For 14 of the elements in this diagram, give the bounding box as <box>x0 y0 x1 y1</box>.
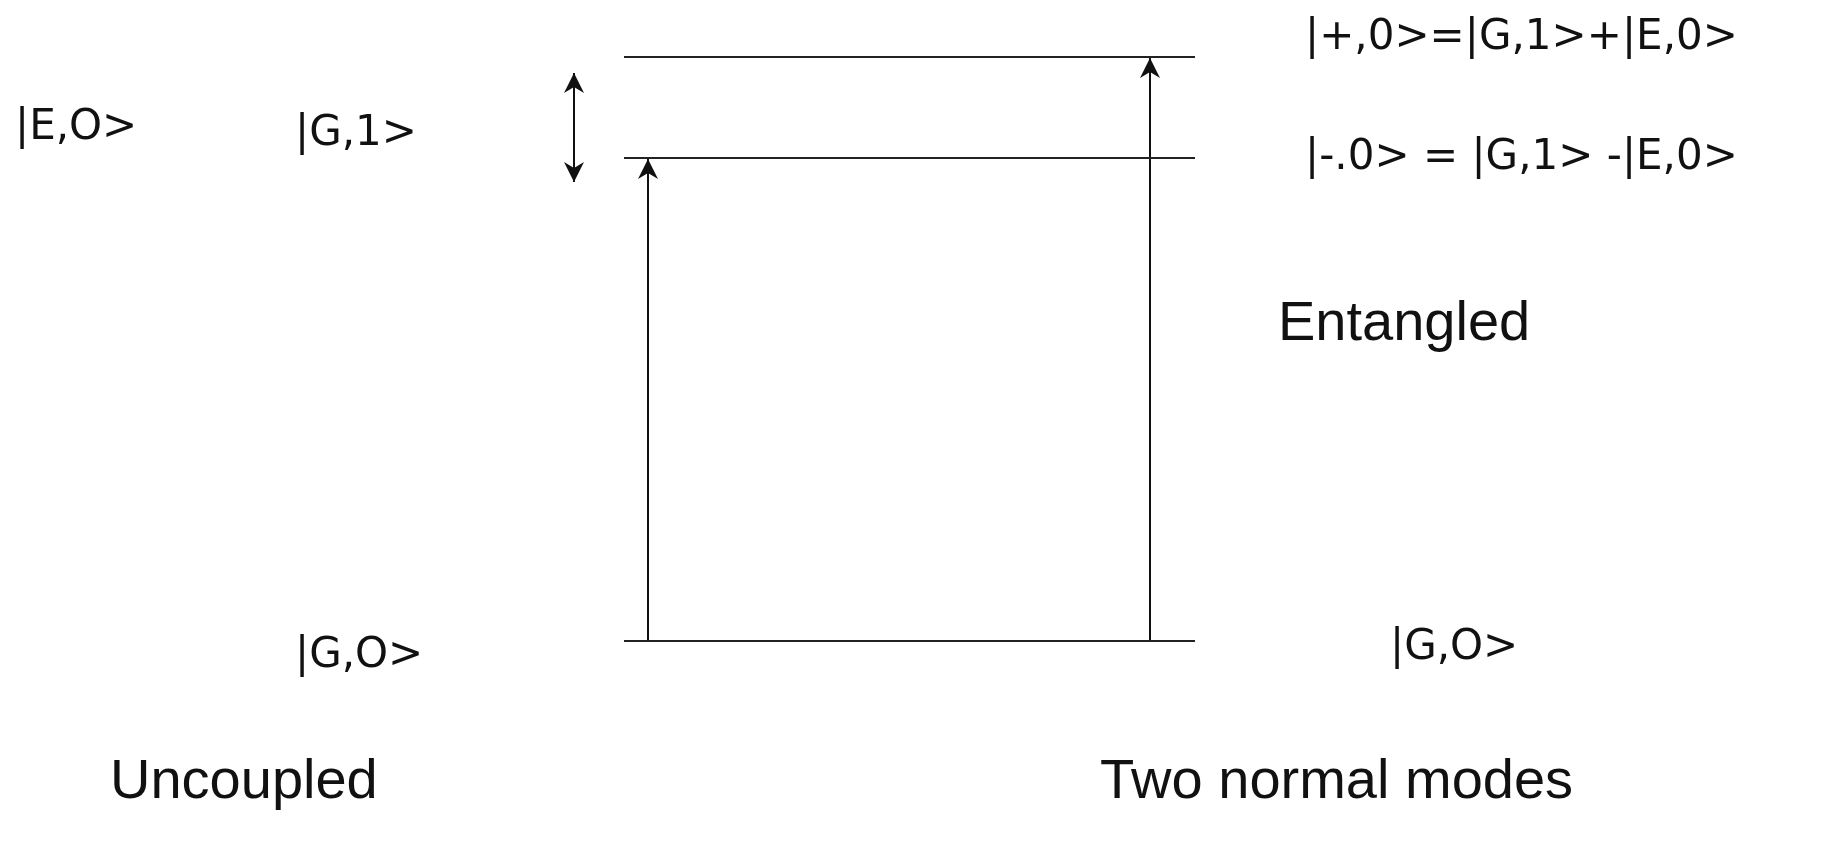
caption-text: Entangled <box>1278 290 1531 352</box>
state-label: |+,0>=|G,1>+|E,0> <box>1305 12 1738 59</box>
state-label: |G,O> <box>295 630 424 677</box>
state-label: |E,O> <box>15 102 138 149</box>
energy-level-line <box>624 640 1195 642</box>
caption-text: Two normal modes <box>1100 748 1574 810</box>
energy-level-line <box>624 56 1195 58</box>
caption-text: Uncoupled <box>110 748 378 810</box>
state-label: |G,1> <box>295 108 417 155</box>
energy-level-line <box>624 157 1195 159</box>
state-label: |G,O> <box>1390 622 1519 669</box>
arrow <box>638 158 658 641</box>
state-label: |-.0> = |G,1> -|E,0> <box>1305 132 1738 179</box>
arrow <box>1140 57 1160 641</box>
